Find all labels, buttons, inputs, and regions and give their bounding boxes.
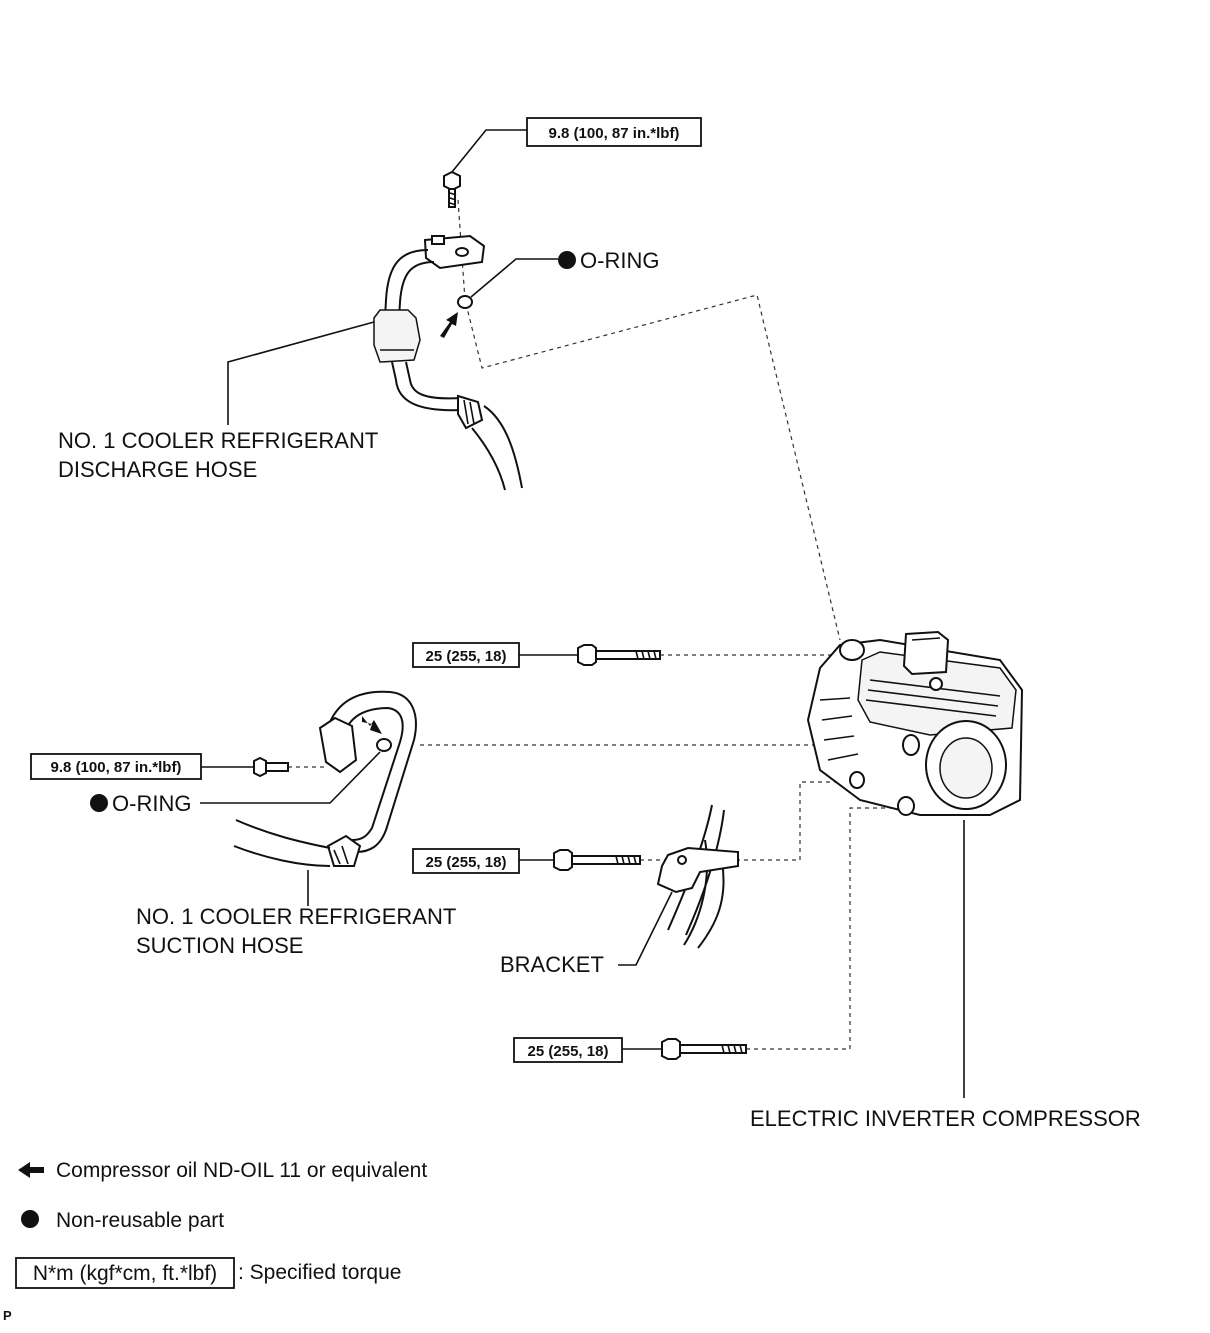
- compressor-label: ELECTRIC INVERTER COMPRESSOR: [750, 1106, 1141, 1131]
- legend-torque-box: [15, 1257, 235, 1289]
- discharge-hose-label-2: DISCHARGE HOSE: [58, 457, 257, 482]
- suction-hose-label-1: NO. 1 COOLER REFRIGERANT: [136, 904, 456, 929]
- legend-torque-unit: N*m (kgf*cm, ft.*lbf): [33, 1262, 217, 1285]
- suction-bolt: [253, 756, 289, 778]
- left-non-reusable-dot-icon: [90, 794, 108, 812]
- lower-bolt: [661, 1038, 747, 1060]
- left-o-ring-leader: [200, 751, 381, 804]
- top-torque-box: [526, 117, 702, 147]
- legend-non-reusable-text: Non-reusable part: [56, 1209, 224, 1232]
- discharge-hose-leader: [227, 321, 375, 425]
- top-o-ring-label: O-RING: [580, 248, 659, 273]
- legend: Compressor oil ND-OIL 11 or equivalent N…: [15, 1159, 427, 1289]
- bracket-bolt: [553, 849, 641, 871]
- discharge-hose: [373, 234, 523, 491]
- electric-inverter-compressor: [806, 630, 1024, 816]
- top-o-ring: [457, 295, 473, 309]
- legend-non-reusable-dot-icon: [21, 1210, 39, 1228]
- suction-torque-label: 9.8 (100, 87 in.*lbf): [51, 759, 182, 776]
- top-oil-arrow-icon: [440, 312, 458, 338]
- upper-compressor-bolt: [577, 644, 661, 666]
- suction-hose: [233, 690, 417, 867]
- top-bolt: [443, 170, 461, 208]
- upper-torque-label: 25 (255, 18): [426, 648, 507, 665]
- lower-torque-box: [513, 1037, 623, 1063]
- corner-mark: P: [3, 1308, 12, 1323]
- suction-hose-label-2: SUCTION HOSE: [136, 933, 303, 958]
- suction-torque-box: [30, 753, 202, 780]
- top-o-ring-leader: [470, 258, 558, 298]
- lower-torque-label: 25 (255, 18): [528, 1043, 609, 1060]
- left-o-ring-label: O-RING: [112, 791, 191, 816]
- suction-oil-arrow-icon: [362, 716, 382, 734]
- top-torque-label: 9.8 (100, 87 in.*lbf): [549, 125, 680, 142]
- discharge-hose-label-1: NO. 1 COOLER REFRIGERANT: [58, 428, 378, 453]
- bracket-leader: [618, 891, 673, 966]
- bracket-torque-box: [412, 848, 520, 874]
- legend-oil-arrow-icon: [18, 1162, 44, 1178]
- legend-torque-desc: : Specified torque: [238, 1261, 401, 1284]
- top-bolt-leader: [451, 129, 527, 173]
- bracket-torque-label: 25 (255, 18): [426, 854, 507, 871]
- top-non-reusable-dot-icon: [558, 251, 576, 269]
- bracket-label: BRACKET: [500, 952, 604, 977]
- bracket: [656, 804, 739, 949]
- legend-oil-text: Compressor oil ND-OIL 11 or equivalent: [56, 1159, 427, 1182]
